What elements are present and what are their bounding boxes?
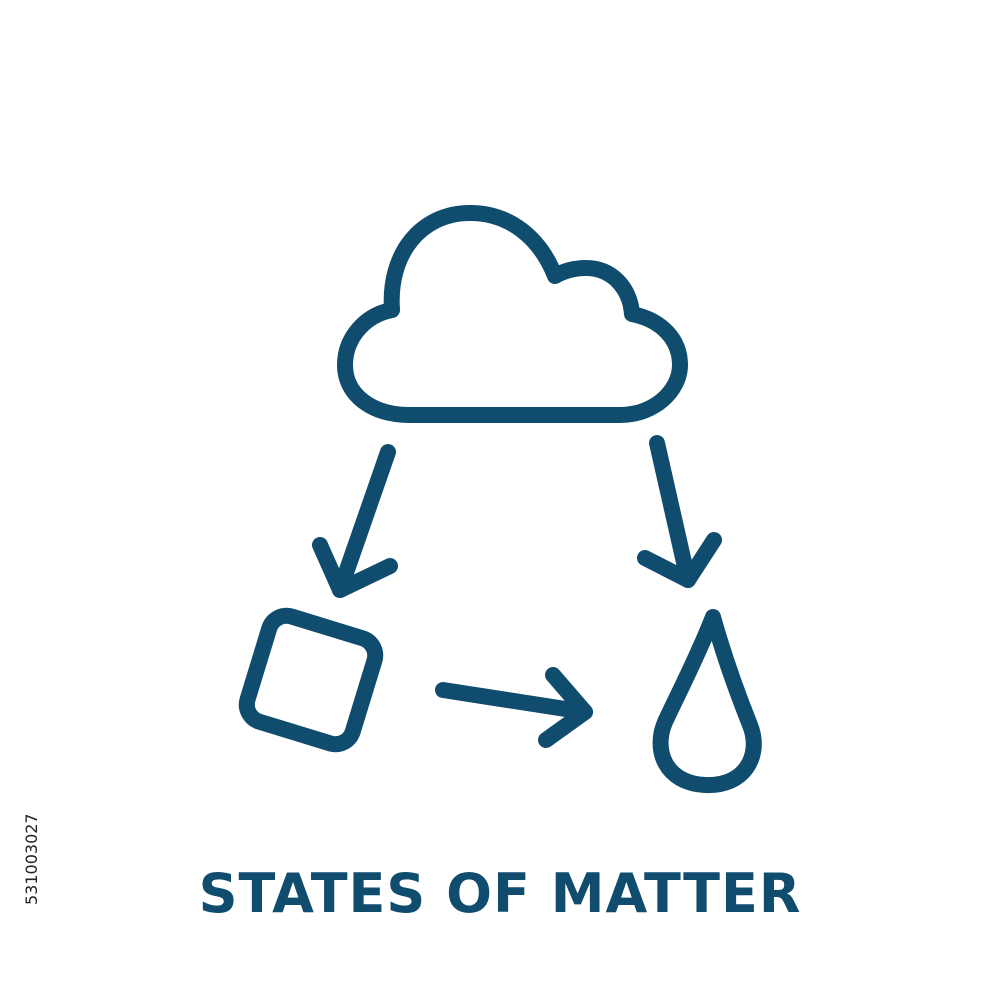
square-icon: [238, 607, 384, 753]
stock-id-text: 531003027: [22, 813, 41, 905]
cloud-icon: [337, 205, 688, 423]
arrow-down-right-icon: [637, 435, 722, 588]
stock-id-watermark: 531003027: [22, 765, 41, 905]
caption-title: STATES OF MATTER: [198, 862, 802, 925]
arrow-right-icon: [435, 667, 593, 748]
arrow-down-left-icon: [312, 444, 398, 598]
drop-icon: [652, 609, 762, 794]
